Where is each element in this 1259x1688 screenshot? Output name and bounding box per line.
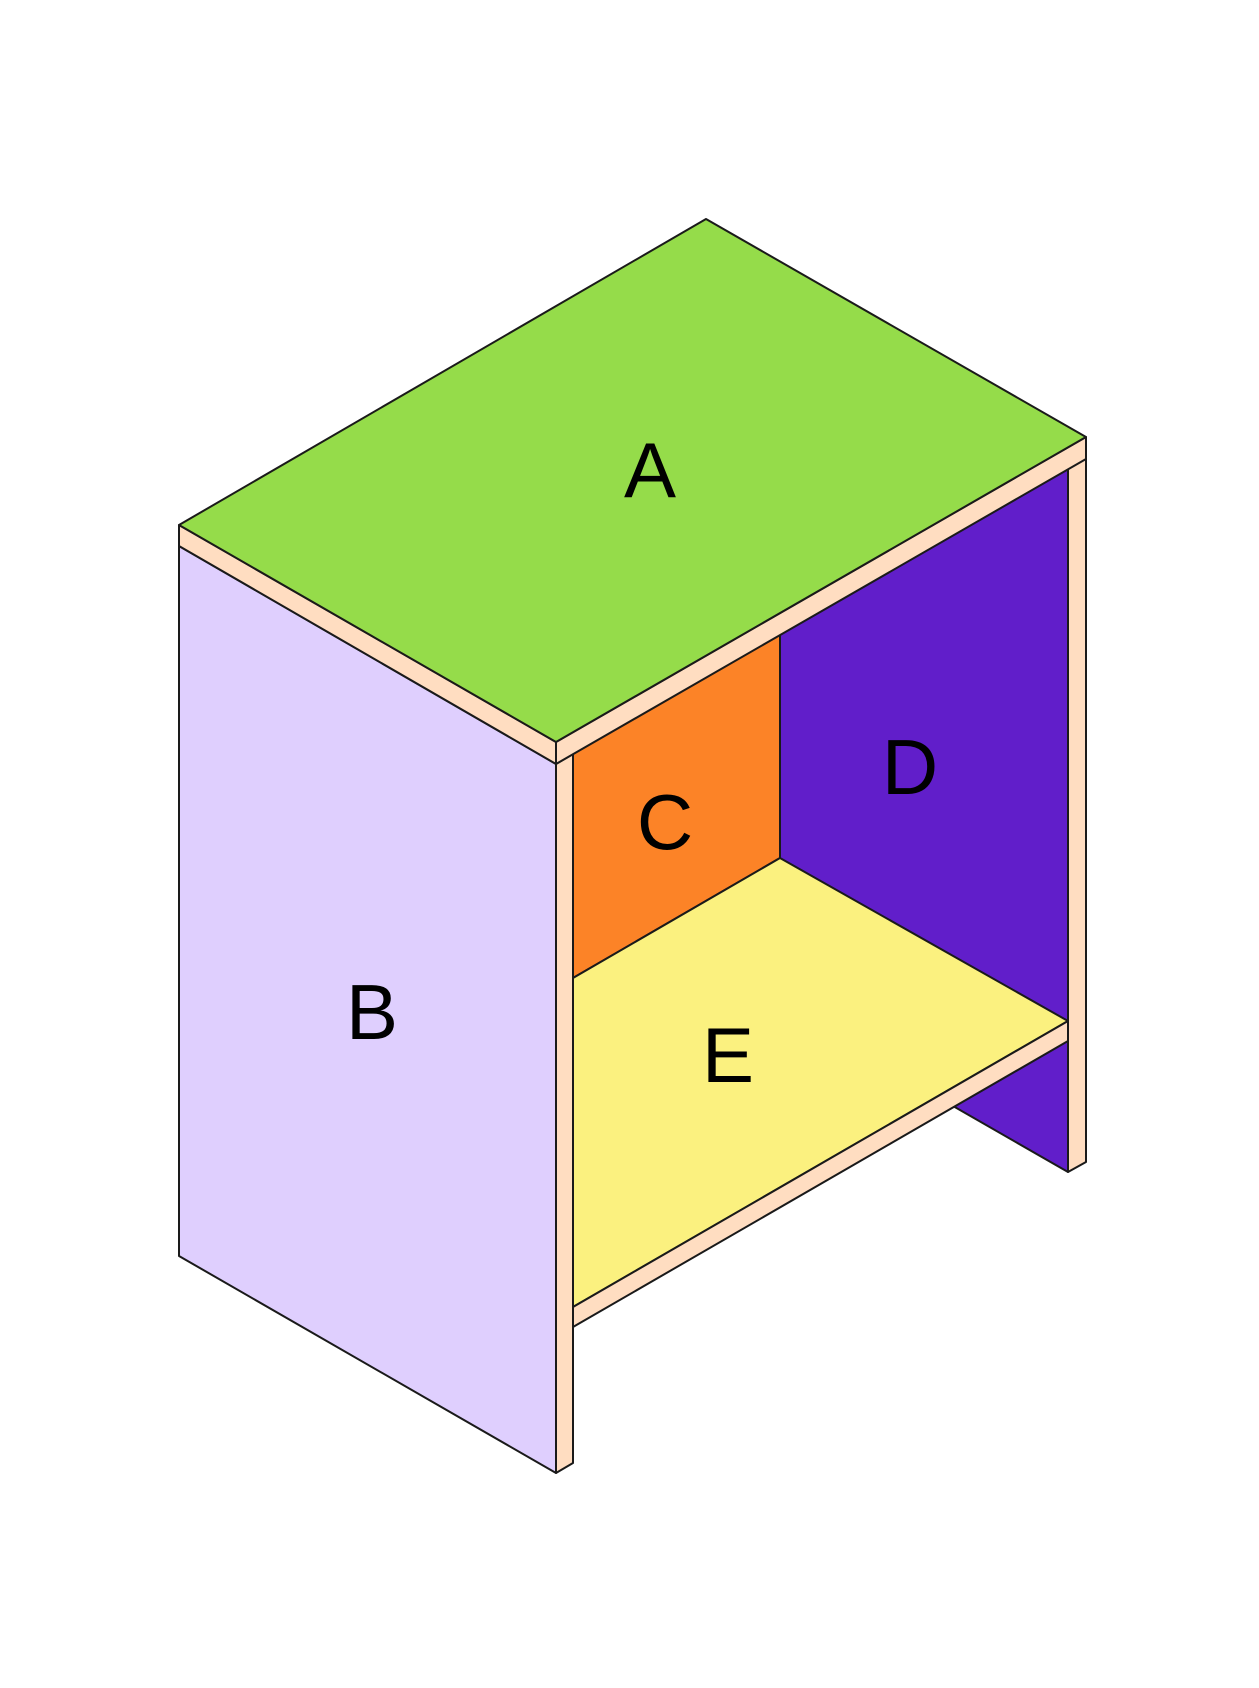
panel-e-label: E bbox=[702, 1011, 754, 1099]
panel-b-label: B bbox=[346, 968, 398, 1056]
panel-d-label: D bbox=[882, 723, 938, 811]
panel-a-face bbox=[178, 218, 1087, 743]
panel-a-label: A bbox=[624, 426, 676, 514]
panel-d-edge bbox=[1067, 447, 1087, 1173]
panel-c-label: C bbox=[637, 778, 693, 866]
panel-b-edge bbox=[555, 753, 574, 1474]
